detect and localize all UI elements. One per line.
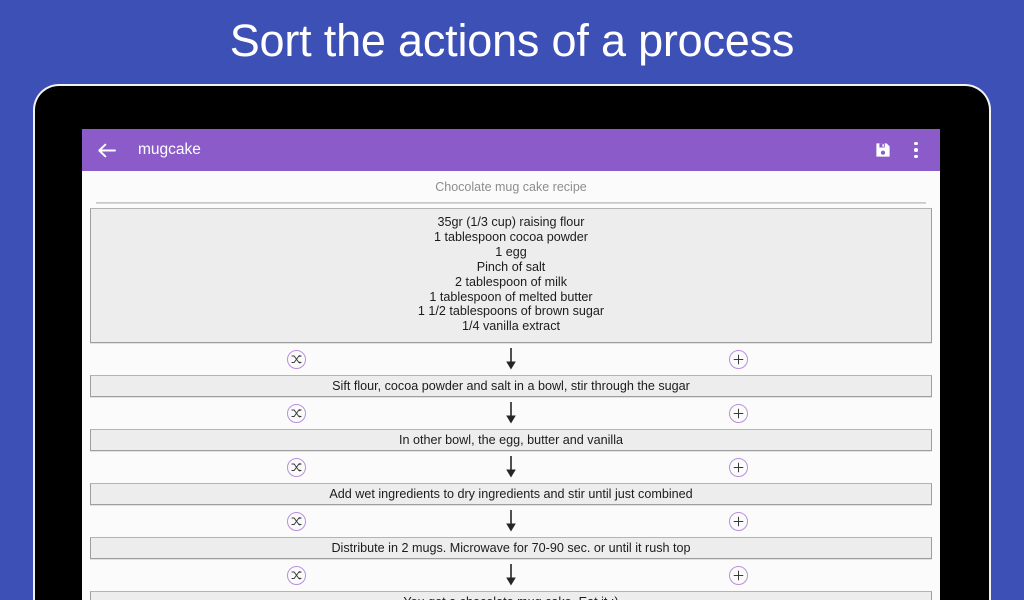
add-step-button[interactable] bbox=[729, 457, 748, 477]
arrow-down-icon bbox=[506, 456, 516, 478]
document-content: Chocolate mug cake recipe 35gr (1/3 cup)… bbox=[82, 171, 940, 600]
title-divider bbox=[96, 202, 926, 204]
flow-arrow bbox=[90, 347, 932, 371]
step-row[interactable]: Sift flour, cocoa powder and salt in a b… bbox=[90, 375, 932, 398]
step-connector bbox=[90, 397, 932, 429]
ingredient-line: 1/4 vanilla extract bbox=[461, 319, 560, 334]
app-bar-title: mugcake bbox=[138, 141, 201, 158]
app-screen: mugcake Chocolate mug cake recipe 35gr (… bbox=[82, 129, 940, 600]
flow-arrow bbox=[90, 563, 932, 587]
tablet-device-frame: mugcake Chocolate mug cake recipe 35gr (… bbox=[33, 84, 991, 600]
add-step-button[interactable] bbox=[729, 511, 748, 531]
step-row[interactable]: Add wet ingredients to dry ingredients a… bbox=[90, 483, 932, 506]
plus-icon bbox=[733, 462, 744, 473]
step-row[interactable]: Distribute in 2 mugs. Microwave for 70-9… bbox=[90, 537, 932, 560]
ingredient-line: 1 tablespoon cocoa powder bbox=[433, 229, 589, 244]
step-text: Add wet ingredients to dry ingredients a… bbox=[329, 487, 693, 502]
step-row[interactable]: In other bowl, the egg, butter and vanil… bbox=[90, 429, 932, 452]
flow-arrow bbox=[90, 509, 932, 533]
flow-arrow bbox=[90, 455, 932, 479]
shuffle-steps-button[interactable] bbox=[287, 565, 306, 585]
plus-icon bbox=[733, 516, 744, 527]
ingredients-box[interactable]: 35gr (1/3 cup) raising flour 1 tablespoo… bbox=[90, 208, 932, 344]
promo-headline-text: Sort the actions of a process bbox=[229, 15, 795, 66]
step-connector bbox=[90, 505, 932, 537]
overflow-menu-button[interactable] bbox=[905, 135, 927, 165]
add-step-button[interactable] bbox=[729, 403, 748, 423]
add-step-button[interactable] bbox=[729, 565, 748, 585]
step-connector bbox=[90, 451, 932, 483]
shuffle-icon bbox=[291, 462, 302, 472]
step-text: In other bowl, the egg, butter and vanil… bbox=[398, 433, 624, 448]
save-icon bbox=[876, 143, 890, 157]
shuffle-icon bbox=[291, 516, 302, 526]
shuffle-icon bbox=[291, 408, 302, 418]
arrow-down-icon bbox=[506, 564, 516, 586]
shuffle-icon bbox=[291, 570, 302, 580]
arrow-left-icon bbox=[97, 143, 116, 157]
ingredient-line: 35gr (1/3 cup) raising flour bbox=[437, 215, 585, 229]
arrow-down-icon bbox=[506, 510, 516, 532]
save-button[interactable] bbox=[869, 135, 897, 165]
step-connector bbox=[90, 559, 932, 591]
document-title: Chocolate mug cake recipe bbox=[435, 180, 587, 194]
arrow-down-icon bbox=[506, 402, 516, 424]
app-bar: mugcake bbox=[82, 129, 940, 171]
plus-icon bbox=[733, 570, 744, 581]
shuffle-icon bbox=[291, 354, 302, 364]
arrow-down-icon bbox=[506, 348, 516, 370]
step-row[interactable]: You got a chocolate mug cake. Eat it :) bbox=[90, 591, 932, 600]
flow-arrow bbox=[90, 401, 932, 425]
shuffle-steps-button[interactable] bbox=[287, 511, 306, 531]
back-button[interactable] bbox=[91, 135, 121, 165]
ingredient-line: Pinch of salt bbox=[476, 259, 546, 274]
ingredient-line: 1 egg bbox=[495, 244, 527, 259]
step-text: Distribute in 2 mugs. Microwave for 70-9… bbox=[331, 541, 691, 556]
promo-headline: Sort the actions of a process bbox=[0, 0, 1024, 82]
shuffle-steps-button[interactable] bbox=[287, 349, 306, 369]
plus-icon bbox=[733, 408, 744, 419]
add-step-button[interactable] bbox=[729, 349, 748, 369]
ingredient-line: 2 tablespoon of milk bbox=[454, 274, 567, 289]
overflow-menu-icon bbox=[914, 141, 918, 159]
step-text: You got a chocolate mug cake. Eat it :) bbox=[403, 595, 618, 600]
shuffle-steps-button[interactable] bbox=[287, 403, 306, 423]
shuffle-steps-button[interactable] bbox=[287, 457, 306, 477]
ingredient-line: 1 1/2 tablespoons of brown sugar bbox=[417, 304, 605, 319]
plus-icon bbox=[733, 354, 744, 365]
step-connector bbox=[90, 343, 932, 375]
ingredient-line: 1 tablespoon of melted butter bbox=[429, 289, 593, 304]
step-text: Sift flour, cocoa powder and salt in a b… bbox=[332, 379, 690, 394]
